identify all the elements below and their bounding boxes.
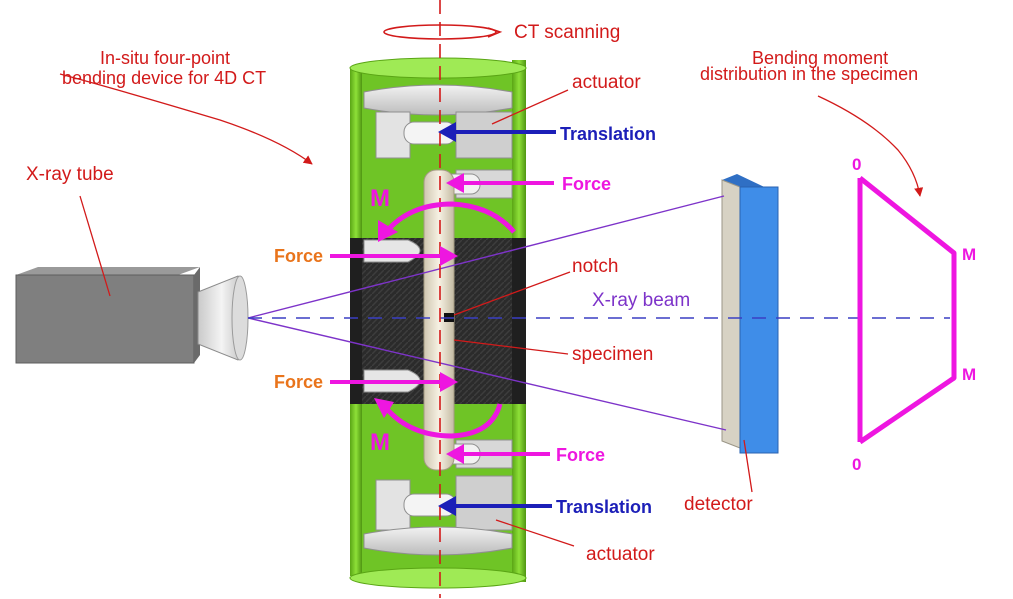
rotation-arrow-icon — [487, 27, 503, 38]
leader-lines — [59, 73, 924, 547]
xray-beam-lines — [247, 195, 950, 431]
rotation-axis — [383, 0, 503, 598]
label-moment-line1: Bending moment — [752, 48, 888, 68]
label-notch: notch — [572, 256, 618, 277]
xray-tube-icon — [15, 267, 249, 364]
label-moment-top: M — [370, 185, 390, 212]
force-arrow-upper-right-icon — [446, 173, 464, 193]
label-device-line2: bending device for 4D CT — [62, 68, 266, 88]
force-arrow-lower-right-icon — [446, 444, 464, 464]
translation-arrow-bottom-icon — [438, 496, 456, 516]
bending-moment-diagram — [857, 176, 957, 445]
label-translation-bottom: Translation — [556, 497, 652, 517]
label-diagram-zero-bottom: 0 — [852, 455, 861, 474]
label-force-lower-left: Force — [274, 372, 323, 392]
force-arrow-lower-left-icon — [440, 372, 458, 392]
force-arrows — [330, 122, 556, 516]
label-diagram-m-bottom: M — [962, 365, 976, 384]
bending-device-icon — [349, 57, 527, 589]
label-moment-bottom: M — [370, 429, 390, 456]
detector-icon — [721, 174, 779, 454]
label-diagram-zero-top: 0 — [852, 155, 861, 174]
label-xray-beam: X-ray beam — [592, 290, 690, 311]
label-translation-top: Translation — [560, 124, 656, 144]
moment-arrow-top-icon — [378, 220, 398, 242]
label-xray-tube: X-ray tube — [26, 164, 114, 185]
label-detector: detector — [684, 494, 753, 515]
label-moment-line2: distribution in the specimen — [700, 64, 918, 84]
label-actuator-top: actuator — [572, 72, 641, 93]
label-diagram-m-top: M — [962, 245, 976, 264]
label-force-upper-left: Force — [274, 246, 323, 266]
label-actuator-bottom: actuator — [586, 544, 655, 565]
label-device-line1: In-situ four-point — [100, 48, 230, 68]
label-ct-scanning: CT scanning — [514, 22, 620, 43]
label-force-lower-right: Force — [556, 445, 605, 465]
force-arrow-upper-left-icon — [440, 246, 458, 266]
label-force-upper-right: Force — [562, 174, 611, 194]
moment-arrow-bottom-icon — [374, 398, 394, 418]
translation-arrow-top-icon — [438, 122, 456, 142]
label-specimen: specimen — [572, 344, 653, 365]
